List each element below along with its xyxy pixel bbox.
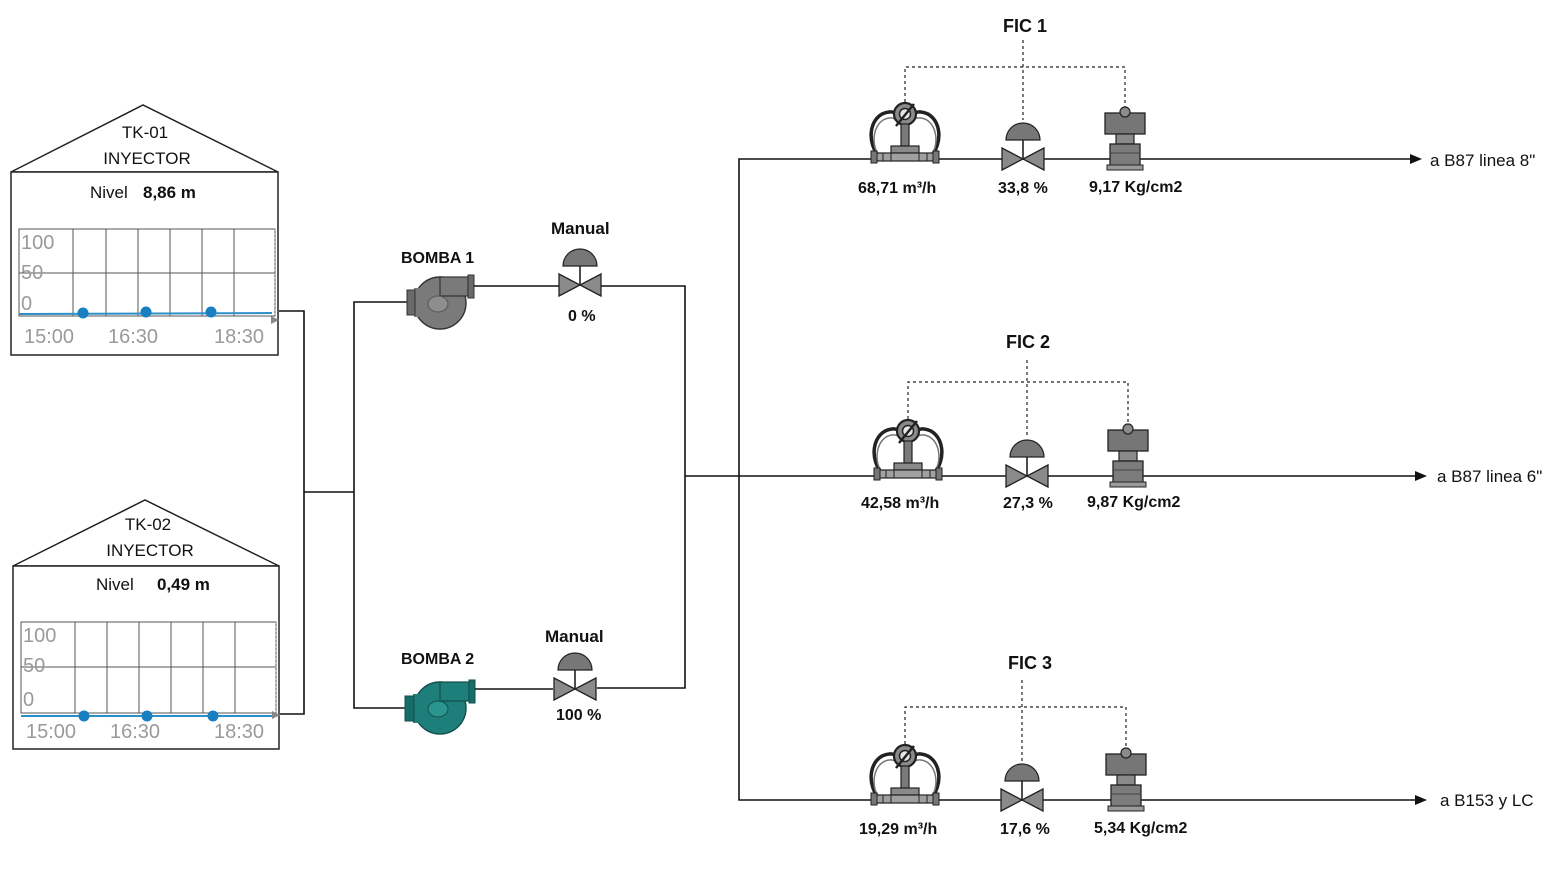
controller-tag: FIC 1 xyxy=(1003,16,1047,36)
pressure-transmitter-icon xyxy=(1107,423,1149,488)
destination-label: a B87 linea 8" xyxy=(1430,151,1535,170)
pump-label: BOMBA 1 xyxy=(401,250,474,267)
arrow-icon xyxy=(1410,154,1422,164)
tank-name: TK-02 xyxy=(125,515,171,534)
pressure-transmitter-icon xyxy=(1104,106,1146,171)
controller-fic-2[interactable]: FIC 2 42,58 m³/h 27,3 % 9,87 Kg/cm2 a B8… xyxy=(861,332,1542,512)
trend-marker xyxy=(205,306,217,318)
flow-value: 19,29 m³/h xyxy=(859,821,937,838)
flow-meter-icon xyxy=(872,418,944,482)
x-tick: 16:30 xyxy=(108,326,158,348)
pump-bomba-1[interactable]: BOMBA 1 xyxy=(401,250,475,330)
tank-tk-02[interactable]: TK-02 INYECTOR Nivel 0,49 m 100 50 0 15:… xyxy=(12,499,280,750)
level-trend-chart[interactable]: 100 50 0 15:00 16:30 18:30 xyxy=(20,621,280,743)
valve-output: 17,6 % xyxy=(1000,821,1050,838)
valve-mode: Manual xyxy=(551,219,610,238)
x-tick: 18:30 xyxy=(214,721,264,743)
pressure-value: 5,34 Kg/cm2 xyxy=(1094,820,1187,837)
control-valve-icon xyxy=(558,248,602,297)
level-label: Nivel xyxy=(90,183,128,202)
x-tick: 16:30 xyxy=(110,721,160,743)
valve-output: 33,8 % xyxy=(998,180,1048,197)
manual-valve-2[interactable]: Manual 100 % xyxy=(545,627,604,724)
y-tick: 100 xyxy=(23,625,56,647)
flow-value: 42,58 m³/h xyxy=(861,495,939,512)
y-tick: 0 xyxy=(21,293,32,315)
level-value: 8,86 m xyxy=(143,183,196,202)
centrifugal-pump-icon xyxy=(404,679,476,735)
level-label: Nivel xyxy=(96,575,134,594)
x-tick: 15:00 xyxy=(26,721,76,743)
flow-meter-icon xyxy=(869,101,941,165)
y-tick: 50 xyxy=(23,655,45,677)
pressure-transmitter-icon xyxy=(1105,747,1147,812)
y-tick: 50 xyxy=(21,262,43,284)
controller-fic-3[interactable]: FIC 3 19,29 m³/h 17,6 % 5,34 Kg/cm2 a B1… xyxy=(859,653,1534,838)
valve-mode: Manual xyxy=(545,627,604,646)
trend-marker xyxy=(140,306,152,318)
control-valve-icon xyxy=(1000,763,1044,812)
x-tick: 18:30 xyxy=(214,326,264,348)
controller-tag: FIC 3 xyxy=(1008,653,1052,673)
level-value: 0,49 m xyxy=(157,575,210,594)
flow-value: 68,71 m³/h xyxy=(858,180,936,197)
pressure-value: 9,17 Kg/cm2 xyxy=(1089,179,1182,196)
manual-valve-1[interactable]: Manual 0 % xyxy=(551,219,610,325)
tank-name: TK-01 xyxy=(122,123,168,142)
controller-fic-1[interactable]: FIC 1 68,71 m³/h 33,8 % 9,17 Kg/cm2 a B8… xyxy=(858,16,1535,197)
trend-marker xyxy=(141,710,153,722)
destination-label: a B153 y LC xyxy=(1440,791,1534,810)
controller-tag: FIC 2 xyxy=(1006,332,1050,352)
tank-subtitle: INYECTOR xyxy=(103,149,191,168)
pump-bomba-2[interactable]: BOMBA 2 xyxy=(401,651,476,735)
trend-marker xyxy=(77,307,89,319)
pressure-value: 9,87 Kg/cm2 xyxy=(1087,494,1180,511)
flow-meter-icon xyxy=(869,743,941,807)
control-valve-icon xyxy=(553,652,597,701)
y-tick: 0 xyxy=(23,689,34,711)
valve-opening: 100 % xyxy=(556,707,601,724)
arrow-icon xyxy=(1415,795,1427,805)
pump-label: BOMBA 2 xyxy=(401,651,474,668)
y-tick: 100 xyxy=(21,232,54,254)
level-trend-chart[interactable]: 100 50 0 15:00 16:30 18:30 xyxy=(18,228,279,348)
arrow-icon xyxy=(1415,471,1427,481)
discharge-piping xyxy=(474,158,1415,801)
suction-piping xyxy=(279,301,407,715)
x-tick: 15:00 xyxy=(24,326,74,348)
valve-output: 27,3 % xyxy=(1003,495,1053,512)
destination-label: a B87 linea 6" xyxy=(1437,467,1542,486)
trend-marker xyxy=(78,710,90,722)
control-valve-icon xyxy=(1005,439,1049,488)
tank-tk-01[interactable]: TK-01 INYECTOR Nivel 8,86 m 100 50 0 15:… xyxy=(10,104,279,356)
control-valve-icon xyxy=(1001,122,1045,171)
centrifugal-pump-icon xyxy=(406,274,475,330)
trend-marker xyxy=(207,710,219,722)
tank-subtitle: INYECTOR xyxy=(106,541,194,560)
valve-opening: 0 % xyxy=(568,308,596,325)
